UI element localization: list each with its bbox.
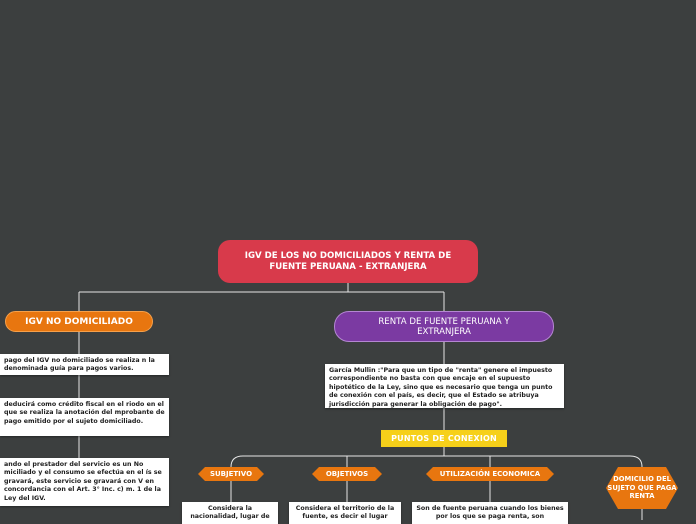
garcia-quote-text: García Mullin :"Para que un tipo de "ren… — [329, 367, 553, 408]
objetivos-topic[interactable]: OBJETIVOS — [312, 467, 382, 481]
objetivos-label: OBJETIVOS — [325, 470, 369, 478]
igv-note-1-text: pago del IGV no domiciliado se realiza n… — [4, 357, 155, 373]
root-topic[interactable]: IGV DE LOS NO DOMICILIADOS Y RENTA DE FU… — [218, 240, 478, 283]
igv-note-2[interactable]: deducirá como crédito fiscal en el riodo… — [0, 398, 169, 436]
utilizacion-detail-text: Son de fuente peruana cuando los bienes … — [416, 505, 564, 521]
garcia-mullin-quote[interactable]: García Mullin :"Para que un tipo de "ren… — [325, 364, 564, 408]
utilizacion-economica-topic[interactable]: UTILIZACIÓN ECONOMICA — [426, 467, 554, 481]
objetivos-detail[interactable]: Considera el territorio de la fuente, es… — [289, 502, 401, 524]
igv-note-3[interactable]: ando el prestador del servicio es un No … — [0, 458, 169, 506]
igv-no-domiciliado-topic[interactable]: IGV NO DOMICILIADO — [5, 311, 153, 332]
igv-note-2-text: deducirá como crédito fiscal en el riodo… — [4, 401, 165, 425]
subjetivo-detail[interactable]: Considera la nacionalidad, lugar de — [182, 502, 278, 524]
domicilio-sujeto-topic[interactable]: DOMICILIO DEL SUJETO QUE PAGA RENTA — [606, 467, 678, 509]
utilizacion-label: UTILIZACIÓN ECONOMICA — [439, 470, 541, 478]
igv-topic-label: IGV NO DOMICILIADO — [25, 316, 133, 327]
igv-note-1[interactable]: pago del IGV no domiciliado se realiza n… — [0, 354, 169, 375]
puntos-label: PUNTOS DE CONEXION — [391, 434, 497, 443]
igv-note-3-text: ando el prestador del servicio es un No … — [4, 461, 162, 502]
domicilio-label: DOMICILIO DEL SUJETO QUE PAGA RENTA — [607, 475, 677, 501]
utilizacion-detail[interactable]: Son de fuente peruana cuando los bienes … — [412, 502, 568, 524]
puntos-conexion-topic[interactable]: PUNTOS DE CONEXION — [381, 430, 507, 447]
renta-fuente-topic[interactable]: RENTA DE FUENTE PERUANA Y EXTRANJERA — [334, 311, 554, 342]
subjetivo-label: SUBJETIVO — [209, 470, 253, 478]
root-topic-title: IGV DE LOS NO DOMICILIADOS Y RENTA DE FU… — [244, 250, 452, 272]
subjetivo-topic[interactable]: SUBJETIVO — [198, 467, 264, 481]
connector-puntos-bar — [230, 455, 643, 468]
subjetivo-detail-text: Considera la nacionalidad, lugar de — [190, 505, 270, 521]
objetivos-detail-text: Considera el territorio de la fuente, es… — [295, 505, 395, 521]
renta-topic-label: RENTA DE FUENTE PERUANA Y EXTRANJERA — [378, 316, 510, 337]
